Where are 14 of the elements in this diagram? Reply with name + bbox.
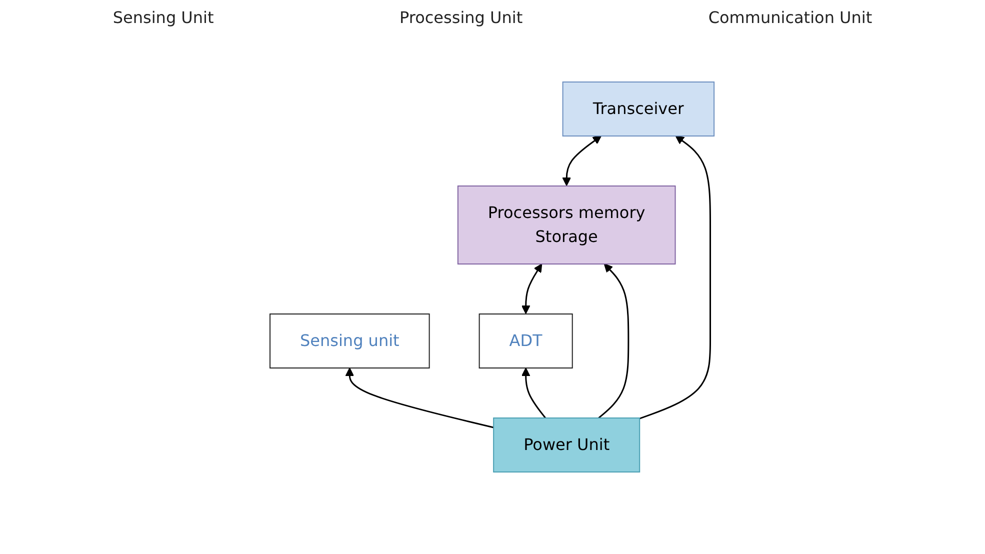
arrow bbox=[598, 264, 630, 419]
arrow bbox=[522, 368, 546, 418]
column-heading: Sensing Unit bbox=[112, 8, 214, 27]
arrow bbox=[522, 264, 543, 314]
column-heading: Communication Unit bbox=[708, 8, 872, 27]
node-box: ADT bbox=[479, 314, 574, 368]
node-box: Processors memory Storage bbox=[458, 186, 676, 264]
node-box: Power Unit bbox=[494, 417, 641, 472]
node-box: Sensing unit bbox=[270, 314, 430, 368]
arrow bbox=[562, 136, 602, 186]
arrow bbox=[640, 136, 712, 420]
column-heading: Processing Unit bbox=[400, 8, 523, 27]
arrow bbox=[346, 368, 494, 428]
node-box: Transceiver bbox=[562, 82, 716, 136]
